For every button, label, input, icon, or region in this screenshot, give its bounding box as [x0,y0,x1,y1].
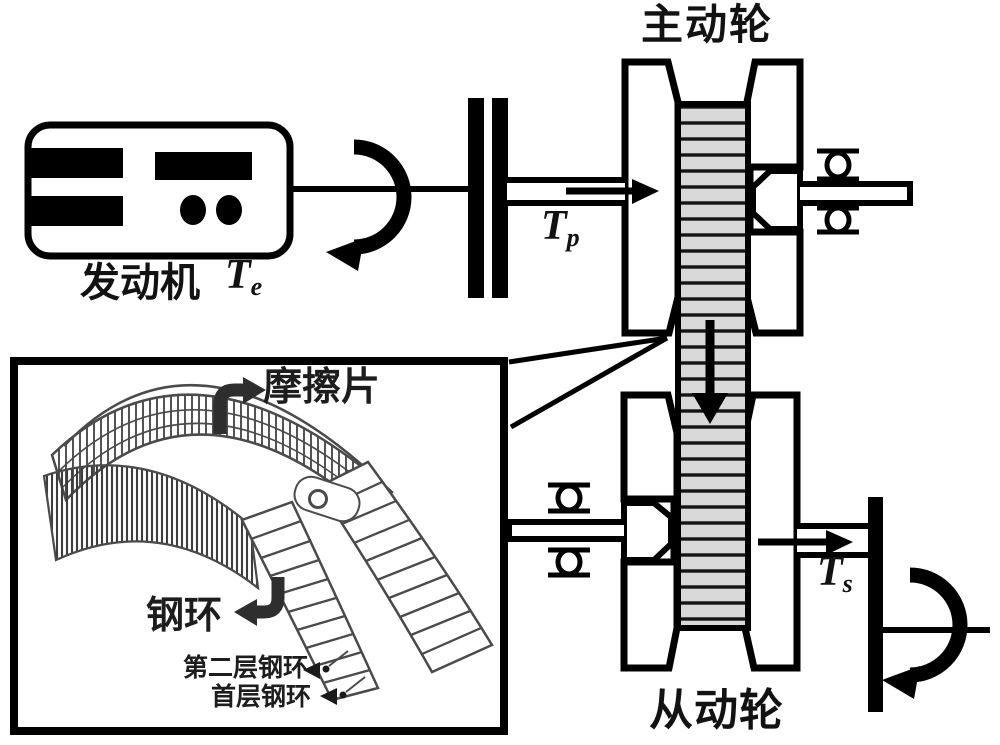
driven-pulley-left-sheave [620,391,681,672]
driven-pulley-label: 从动轮 [649,686,784,735]
driving-shaft-out [800,181,913,206]
second-layer-label: 第二层钢环 [183,654,309,682]
steel-ring-arrow-icon [234,577,285,626]
bearing-icon [548,547,590,578]
bearing-icon [817,205,859,235]
driven-pulley [620,391,801,672]
bearing-icon [548,482,590,514]
inset-connector-lines [508,335,669,430]
friction-plate-arrow-icon [213,377,266,434]
secondary-torque-label: Ts [817,549,853,597]
driving-pulley [621,58,804,337]
belt-segment-illustration [10,357,508,735]
driven-shaft-in [506,519,624,542]
engine-torque-base: T [225,252,251,298]
layer-pointer-icon [320,676,366,705]
engine-rotation-arrow-icon [326,139,412,271]
driven-pulley-hub-cone [621,500,674,563]
belt-direction-arrow-icon [692,320,728,424]
driving-pulley-label: 主动轮 [641,1,774,48]
first-layer-label: 首层钢环 [211,683,312,711]
driving-pulley-right-sheave [743,58,804,337]
secondary-torque-base: T [817,549,843,595]
inset-frame [10,357,508,735]
secondary-torque-arrow-icon [758,530,853,555]
engine-label: 发动机 [80,261,200,305]
layer-pointer-icon [303,650,349,679]
primary-torque-base: T [541,203,567,249]
primary-torque-label: Tp [541,203,580,251]
driving-pulley-hub-cone [750,168,803,232]
engine-icon [24,121,294,260]
clutch-icon [468,98,508,298]
pin-hole [293,475,361,523]
belt [675,101,751,631]
driven-pulley-right-sheave [741,391,801,672]
output-flange [868,497,883,712]
bearing-icon [817,148,859,182]
secondary-torque-sub: s [842,569,853,599]
engine-torque-label: Te [225,252,262,300]
primary-torque-sub: p [566,223,580,253]
steel-ring-label: 钢环 [146,595,223,637]
output-rotation-arrow-icon [882,567,968,699]
primary-torque-arrow-icon [566,179,659,204]
friction-plate-label: 摩擦片 [263,366,381,409]
engine-torque-sub: e [250,272,263,302]
